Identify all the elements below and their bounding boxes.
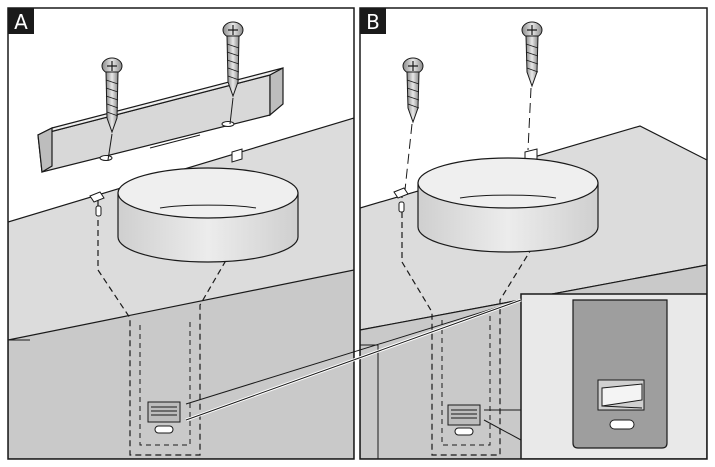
panel-a-screw-left bbox=[101, 57, 123, 161]
panel-a-slot bbox=[147, 401, 181, 434]
panel-b-dashed-outline bbox=[401, 175, 533, 456]
panel-b-label-text: B bbox=[366, 10, 380, 34]
panel-a-frame bbox=[7, 7, 355, 460]
panel-a-label-text: A bbox=[14, 10, 28, 34]
callout-lines bbox=[185, 298, 522, 441]
panel-a-duct bbox=[117, 167, 299, 263]
panel-a-hood-front bbox=[8, 269, 354, 459]
panel-b-label: B bbox=[360, 8, 386, 34]
panel-a-label: A bbox=[8, 8, 34, 34]
panel-b-slot bbox=[447, 404, 481, 436]
panel-b-frame bbox=[359, 7, 708, 460]
panel-b bbox=[360, 8, 707, 459]
panel-a-screw-right bbox=[222, 21, 244, 125]
panel-a bbox=[8, 8, 354, 459]
panel-b-detail-inset bbox=[520, 293, 707, 459]
panel-b-duct bbox=[417, 157, 599, 253]
panel-a-bracket bbox=[37, 66, 284, 173]
panel-b-screw-left bbox=[402, 57, 424, 191]
panel-b-screw-right bbox=[521, 21, 543, 151]
inset-strip bbox=[572, 299, 668, 449]
